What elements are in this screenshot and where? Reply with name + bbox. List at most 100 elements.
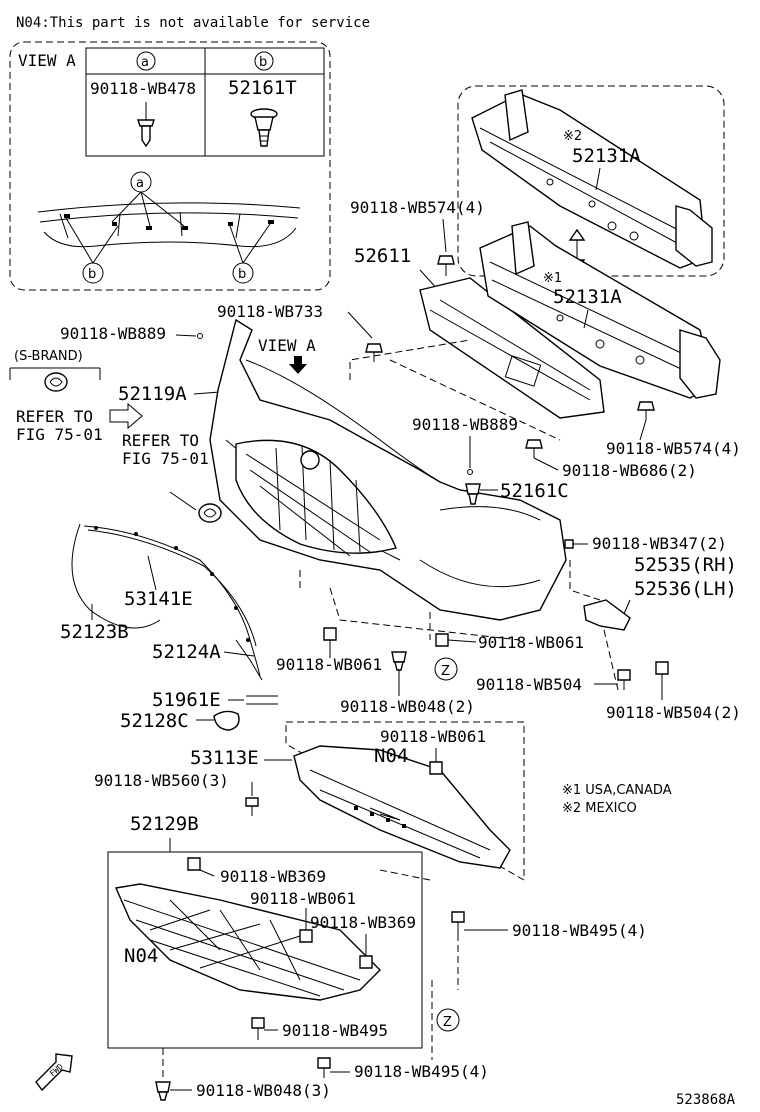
label-90118-wb560: 90118-WB560(3) [94,771,229,790]
label-52119a: 52119A [118,383,187,405]
bracket-52535-52536 [583,599,631,631]
label-90118-wb504-a: 90118-WB504 [476,675,582,694]
view-a-arrow-label: VIEW A [258,336,316,355]
label-53141e: 53141E [124,588,193,610]
view-a-marker-a: a [141,55,149,70]
screw-icon-wb686 [525,439,543,458]
label-90118-wb061-d: 90118-WB061 [250,889,356,908]
clip-icon-wb048-a [391,651,407,671]
nut-icon-wb061-a [323,627,337,641]
bolt-icon-wb495-c [317,1057,331,1078]
refer-fig-2-line1: REFER TO [122,431,199,450]
s-brand-label: (S-BRAND) [14,349,83,364]
label-52131a-mid: 52131A [553,286,622,308]
header-note: N04:This part is not available for servi… [16,15,370,31]
bolt-icon-wb504-b [655,661,669,692]
clip-icon-52161c [465,483,481,505]
nut-icon-wb061-c [429,761,443,775]
reinforcement-mexico-group: ※2 52131A [457,85,725,277]
refer-arrow-icon [109,402,143,430]
z-marker-2: Z [443,1015,452,1030]
refer-fig-1-line2: FIG 75-01 [16,425,103,444]
note-usa-canada: ※1 USA,CANADA [562,783,672,798]
label-90118-wb733: 90118-WB733 [217,302,323,321]
z-marker-1: Z [441,664,450,679]
label-90118-wb048-b: 90118-WB048(3) [196,1081,331,1100]
view-a-title: VIEW A [18,51,76,70]
label-52128c: 52128C [120,710,189,732]
label-52161c: 52161C [500,480,569,502]
label-90118-wb061-b: 90118-WB061 [478,633,584,652]
bolt-icon-wb560 [245,797,259,816]
label-53113e: 53113E [190,747,259,769]
label-90118-wb369-a: 90118-WB369 [220,867,326,886]
diagram-code: 523868A [676,1092,736,1108]
view-a-detail: VIEW A a b 90118-WB478 52161T [9,41,331,291]
refer-fig-1-line1: REFER TO [16,407,93,426]
emblem-front-icon [198,503,222,523]
clip-dot-icon-2 [467,469,473,475]
view-a-detail-marker-a: a [136,176,144,191]
label-90118-wb495-c: 90118-WB495(4) [354,1062,489,1081]
star1-marker: ※1 [543,271,562,286]
emblem-icon [44,372,68,392]
bolt-icon-wb504-a [617,669,631,690]
label-52536-lh: 52536(LH) [634,578,737,600]
nut-icon-wb369-b [359,955,373,969]
under-cover-52129b [114,883,381,1001]
label-52131a-top: 52131A [572,145,641,167]
lower-cover-53113e [293,745,511,869]
n04-marker-lower: N04 [124,945,158,967]
part-52161t: 52161T [228,77,297,99]
nut-icon-wb061-d [299,929,313,943]
part-90118-wb478: 90118-WB478 [90,79,196,98]
clip-icon [250,108,278,147]
label-90118-wb495-b: 90118-WB495 [282,1021,388,1040]
label-90118-wb574-top: 90118-WB574(4) [350,198,485,217]
label-90118-wb889-mid: 90118-WB889 [412,415,518,434]
reinforcement-52131a-usa [479,221,721,399]
clip-icon-wb048-b [155,1081,171,1101]
nut-icon-wb369-a [187,857,201,871]
view-a-detail-marker-b1: b [88,267,96,282]
absorber-52611 [419,277,605,419]
n04-marker-upper: N04 [374,745,408,767]
label-90118-wb061-c: 90118-WB061 [380,727,486,746]
bolt-icon-wb495-b [251,1017,265,1040]
note-mexico: ※2 MEXICO [562,801,637,816]
nut-icon-wb061-b [435,633,449,647]
fwd-arrow-icon: FWD [35,1053,73,1092]
label-90118-wb889-left: 90118-WB889 [60,324,166,343]
screw-icon [365,343,383,362]
bolt-icon-right [637,401,655,420]
clip-dot-icon [197,333,203,339]
clip-icon-wb347 [564,539,574,549]
view-a-detail-marker-b2: b [238,267,246,282]
view-a-bumper-sketch: a b b [37,171,301,284]
label-52124a: 52124A [152,641,221,663]
label-90118-wb495-a: 90118-WB495(4) [512,921,647,940]
refer-fig-2-line2: FIG 75-01 [122,449,209,468]
bumper-cover-52119a [209,318,567,621]
bolt-icon [437,255,455,276]
bolt-icon-wb495-a [451,911,465,934]
label-52535-rh: 52535(RH) [634,554,737,576]
rivet-icon [137,102,155,148]
label-90118-wb686: 90118-WB686(2) [562,461,697,480]
label-90118-wb369-b: 90118-WB369 [310,913,416,932]
screw-51961e [246,695,278,705]
label-52129b: 52129B [130,813,199,835]
label-90118-wb504-b: 90118-WB504(2) [606,703,741,722]
label-90118-wb048-a: 90118-WB048(2) [340,697,475,716]
label-90118-wb347: 90118-WB347(2) [592,534,727,553]
view-arrow-icon [289,356,307,374]
view-a-marker-b: b [259,55,267,70]
label-90118-wb061-a: 90118-WB061 [276,655,382,674]
cap-52128c [213,710,240,731]
label-52123b: 52123B [60,621,129,643]
label-51961e: 51961E [152,689,221,711]
label-90118-wb574-right: 90118-WB574(4) [606,439,741,458]
star2-marker: ※2 [563,129,582,144]
label-52611: 52611 [354,245,411,267]
